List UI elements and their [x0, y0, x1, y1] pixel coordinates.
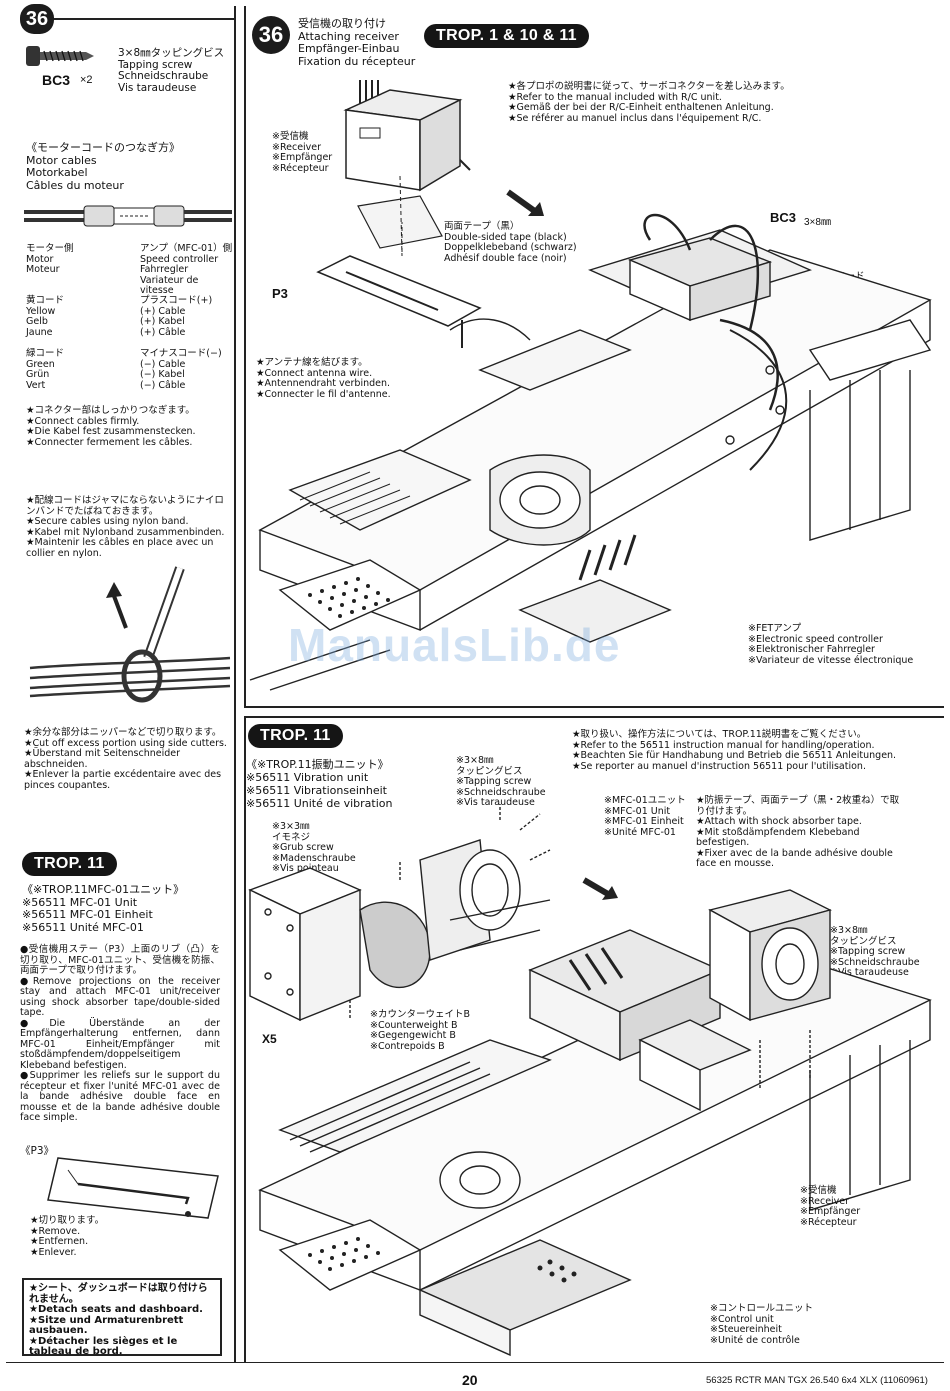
step-rule-left [54, 18, 234, 20]
fet-amp-label: ※FETアンプ ※Electronic speed controller ※El… [748, 623, 914, 666]
plus-cable-label: プラスコード(+) (+) Cable (+) Kabel (+) Câble [140, 295, 213, 338]
step-number-right: 36 [252, 16, 290, 54]
double-sided-tape-label: 両面テープ（黒） Double-sided tape (black) Doppe… [444, 221, 577, 264]
direction-arrow-icon [506, 189, 544, 216]
p3-label-top: P3 [272, 286, 288, 301]
seats-warning-box: ★シート、ダッシュボードは取り付けられません。 ★Detach seats an… [22, 1278, 222, 1357]
cable-band-note: ★配線コードはジャマにならないようにナイロンバンドでたばねておきます。 ★Sec… [26, 495, 225, 559]
grub-screw-label: ※3×3㎜ イモネジ ※Grub screw ※Madenschraube ※V… [272, 821, 356, 874]
trop11-badge-right: TROP. 11 [248, 724, 343, 748]
screw-description: 3×8㎜タッピングビス Tapping screw Schneidschraub… [118, 47, 225, 94]
model-footer: 56325 RCTR MAN TGX 26.540 6x4 XLX (11060… [706, 1375, 928, 1386]
bottom-right-frame-left [244, 716, 246, 1362]
trop11-mfc-title: 《※TROP.11MFC-01ユニット》 ※56511 MFC-01 Unit … [22, 883, 185, 934]
screw-icon [26, 46, 94, 66]
mfc-unit-label: ※MFC-01ユニット ※MFC-01 Unit ※MFC-01 Einheit… [604, 795, 686, 838]
handling-note: ★取り扱い、操作方法については、TROP.11説明書をご覧ください。 ★Refe… [572, 729, 897, 772]
receiver-exploded-illustration [343, 80, 471, 192]
x5-label: X5 [262, 1032, 277, 1046]
bottom-frame-top [244, 716, 944, 718]
connector-note: ★コネクター部はしっかりつなぎます。 ★Connect cables firml… [26, 405, 196, 448]
watermark: ManualsLib.de [288, 619, 621, 671]
shock-tape-note: ★防振テープ、両面テープ（黒・2枚重ね）で取り付けます。 ★Attach wit… [696, 795, 900, 869]
receiver-label-top: ※受信機 ※Receiver ※Empfänger ※Récepteur [272, 131, 333, 174]
yellow-cable-label: 黄コード Yellow Gelb Jaune [26, 295, 65, 338]
remove-note: ★切り取ります。 ★Remove. ★Entfernen. ★Enlever. [30, 1215, 105, 1258]
cut-excess-note: ★余分な部分はニッパーなどで切り取ります。 ★Cut off excess po… [24, 727, 227, 791]
trop11-mfc-instructions: ●受信機用ステー（P3）上面のリブ（凸）を切り取り、MFC-01ユニット、受信機… [20, 944, 220, 1123]
vibration-unit-title: 《※TROP.11振動ユニット》 ※56511 Vibration unit ※… [246, 758, 393, 810]
green-cable-label: 緑コード Green Grün Vert [26, 348, 65, 391]
motor-cable-connector-illustration [24, 205, 232, 227]
p3-label-left: 《P3》 [20, 1145, 55, 1157]
motor-cables-title: 《モーターコードのつなぎ方》 Motor cables Motorkabel C… [26, 141, 180, 192]
nylon-band-illustration [29, 566, 231, 703]
screw-qty: ×2 [80, 74, 93, 86]
attaching-receiver-title: 受信機の取り付け Attaching receiver Empfänger-Ei… [298, 17, 416, 68]
p3-plate-illustration [316, 222, 482, 348]
column-divider-left [234, 6, 236, 1362]
chassis-top-illustration [249, 213, 932, 691]
seats-warning-text: ★シート、ダッシュボードは取り付けられません。 ★Detach seats an… [29, 1283, 208, 1357]
right-frame-left-edge [244, 6, 246, 706]
amp-side-label: アンプ（MFC-01）側 Speed controller Fahrregler… [140, 243, 233, 296]
page-number: 20 [462, 1372, 478, 1388]
bc3-size-label: 3×8㎜ [804, 217, 831, 228]
top-section-bottom-rule [244, 706, 944, 708]
p3-stay-illustration [47, 1157, 219, 1219]
counterweight-label: ※カウンターウェイトB ※Counterweight B ※Gegengewic… [370, 1009, 470, 1052]
receiver-label-bottom: ※受信機 ※Receiver ※Empfänger ※Récepteur [800, 1185, 861, 1228]
tapping-screw-label-a: ※3×8㎜ タッピングビス ※Tapping screw ※Schneidsch… [456, 755, 546, 808]
vibration-unit-exploded-illustration [248, 804, 551, 1022]
rc-manual-note: ★各プロポの説明書に従って、サーボコネクターを差し込みます。 ★Refer to… [508, 81, 790, 124]
chassis-bottom-illustration [258, 889, 932, 1357]
direction-arrow-icon-2 [582, 877, 618, 900]
step-number-left: 36 [20, 4, 54, 34]
control-unit-label: ※コントロールユニット ※Control unit ※Steuereinheit… [710, 1303, 813, 1346]
trop11-badge-left: TROP. 11 [22, 852, 117, 876]
trop-1-10-11-badge: TROP. 1 & 10 & 11 [424, 24, 589, 48]
screw-code: BC3 [42, 72, 71, 88]
antenna-note: ★アンテナ線を結びます。 ★Connect antenna wire. ★Ant… [256, 357, 391, 400]
motor-side-label: モーター側 Motor Moteur [26, 243, 74, 275]
minus-cable-label: マイナスコード(−) (−) Cable (−) Kabel (−) Câble [140, 348, 222, 391]
footer-rule [6, 1362, 944, 1363]
bc3-label: BC3 [770, 210, 797, 225]
